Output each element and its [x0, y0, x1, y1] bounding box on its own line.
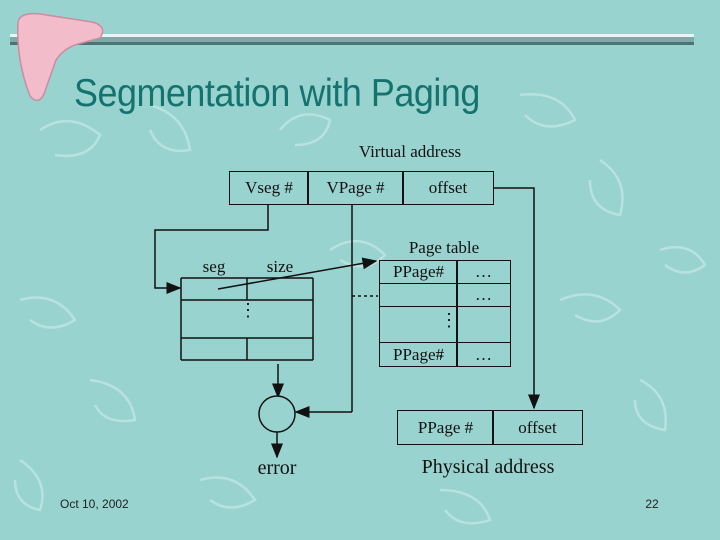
vseg-field: Vseg #: [229, 171, 309, 205]
boomerang-logo-icon: [17, 12, 104, 102]
page-table-row-3-ppage: PPage#: [379, 342, 458, 367]
seg-header: seg: [202, 257, 226, 276]
offset-field: offset: [402, 171, 494, 205]
comparator-circle: [258, 395, 296, 433]
page-table-row-3-extra: …: [456, 342, 511, 367]
segment-table-grid: [180, 277, 314, 361]
page-table-gap-right: [456, 306, 511, 343]
page-table-gap-left: [379, 306, 458, 343]
page-table-label: Page table: [408, 238, 480, 257]
size-header: size: [266, 257, 294, 276]
boomerang-pattern: [13, 93, 707, 525]
slide-title: Segmentation with Paging: [74, 72, 480, 115]
physical-address-label: Physical address: [421, 456, 555, 478]
offset-arrow: [494, 187, 540, 410]
title-rule: [10, 34, 694, 45]
physical-offset-field: offset: [492, 410, 583, 445]
vseg-arrow: [154, 205, 269, 294]
vpage-field: VPage #: [307, 171, 404, 205]
virtual-address-label: Virtual address: [358, 142, 462, 161]
footer-page-number: 22: [645, 497, 659, 511]
error-label: error: [257, 457, 297, 479]
segment-to-page-table-arrow: [217, 257, 378, 290]
page-table-ellipsis: ⋮: [440, 310, 458, 330]
segment-table-ellipsis: ⋮: [239, 300, 257, 320]
footer-date: Oct 10, 2002: [60, 497, 129, 511]
ppage-field: PPage #: [397, 410, 494, 445]
